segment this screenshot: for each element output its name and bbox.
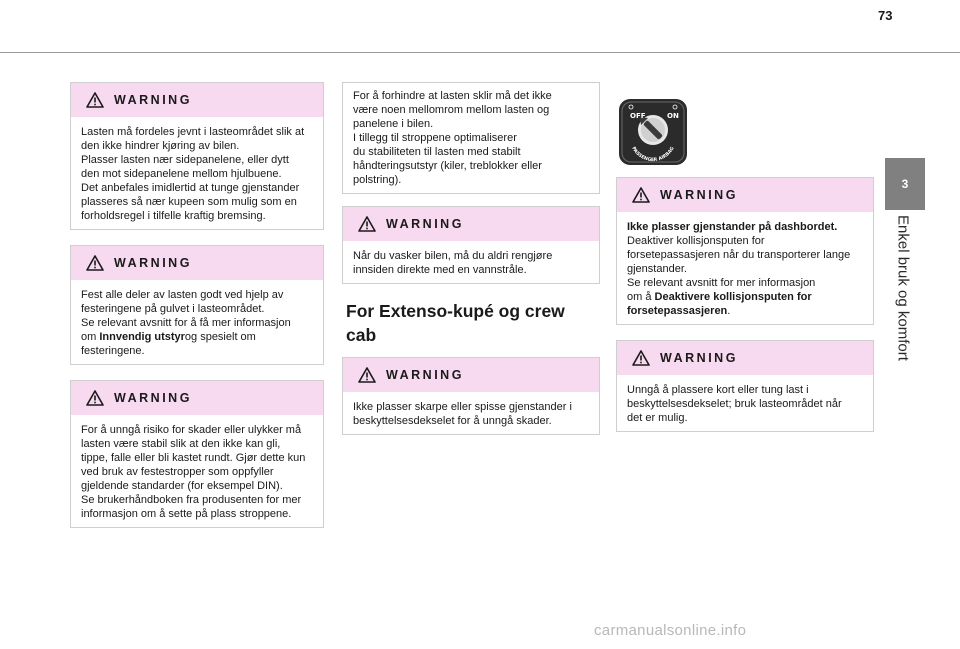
warning-header: WARNING <box>343 358 599 392</box>
text-fragment: om å <box>627 291 655 303</box>
text-line: Unngå å plassere kort eller tung last i <box>627 384 809 396</box>
text-line: gjenstander. <box>627 263 687 275</box>
text-line: Se relevant avsnitt for å få mer informa… <box>81 317 291 329</box>
text-line: om å Deaktivere kollisjonsputen for <box>627 290 867 304</box>
warning-triangle-icon <box>632 350 650 366</box>
text-line-bold: Ikke plasser gjenstander på dashbordet. <box>627 221 838 233</box>
text-line: det er mulig. <box>627 412 688 424</box>
text-line: Deaktiver kollisjonsputen for <box>627 235 765 247</box>
text-line: forholdsregel i tilfelle kraftig bremsin… <box>81 210 266 222</box>
text-line: panelene i bilen. <box>353 118 434 130</box>
text-line: Se brukerhåndboken fra produsenten for m… <box>81 494 302 506</box>
text-line: forsetepassasjeren. <box>627 304 867 318</box>
airbag-on-label: ON <box>667 112 679 120</box>
warning-title: WARNING <box>114 256 192 270</box>
warning-box-protective-cover: WARNING Ikke plasser skarpe eller spisse… <box>342 357 600 435</box>
warning-text: Ikke plasser gjenstander på dashbordet. … <box>617 212 873 324</box>
watermark: carmanualsonline.info <box>594 622 747 639</box>
text-line: Når du vasker bilen, må du aldri rengjør… <box>353 250 553 262</box>
text-line: forsetepassasjeren når du transporterer … <box>627 249 851 261</box>
chapter-title: Enkel bruk og komfort <box>894 215 912 361</box>
warning-header: WARNING <box>71 83 323 117</box>
warning-title: WARNING <box>114 391 192 405</box>
warning-triangle-icon <box>86 92 104 108</box>
warning-triangle-icon <box>632 187 650 203</box>
section-heading: For Extenso-kupé og crew cab <box>346 299 600 347</box>
text-line: om Innvendig utstyrog spesielt om <box>81 330 317 344</box>
warning-triangle-icon <box>86 255 104 271</box>
chapter-number: 3 <box>901 177 909 191</box>
text-line: gjeldende standarder (for eksempel DIN). <box>81 480 283 492</box>
warning-text: Når du vasker bilen, må du aldri rengjør… <box>343 241 599 283</box>
airbag-icon-wrapper: OFF ON PASSENGER AIRBAG <box>616 82 874 177</box>
warning-title: WARNING <box>660 351 738 365</box>
text-line: du stabiliteten til lasten med stabilt <box>353 146 521 158</box>
text-line: den mot sidepanelene mellom hjulbuene. <box>81 168 282 180</box>
warning-box-load-stability: WARNING For å unngå risiko for skader el… <box>70 380 324 528</box>
text-line: plasseres så nær kupeen som mulig som en <box>81 196 297 208</box>
text-line: beskyttelsesdekselet; bruk lasteområdet … <box>627 398 842 410</box>
cross-reference-link[interactable]: Deaktivere kollisjonsputen for <box>654 291 812 303</box>
warning-header: WARNING <box>71 246 323 280</box>
warning-header: WARNING <box>617 178 873 212</box>
text-line: Se relevant avsnitt for mer informasjon <box>627 277 816 289</box>
text-line: den ikke hindrer kjøring av bilen. <box>81 140 240 152</box>
heading-line: For Extenso-kupé og crew <box>346 301 565 321</box>
text-line: Plasser lasten nær sidepanelene, eller d… <box>81 154 289 166</box>
text-fragment: og spesielt om <box>184 331 256 343</box>
text-line: håndteringsutstyr (kiler, treblokker ell… <box>353 160 542 172</box>
warning-text: For å unngå risiko for skader eller ulyk… <box>71 415 323 527</box>
text-line: Det anbefales imidlertid at tunge gjenst… <box>81 182 300 194</box>
text-fragment: om <box>81 331 100 343</box>
warning-title: WARNING <box>660 188 738 202</box>
column-1: WARNING Lasten må fordeles jevnt i laste… <box>70 82 324 543</box>
warning-triangle-icon <box>358 216 376 232</box>
column-3: OFF ON PASSENGER AIRBAG WARNING Ikke pla… <box>616 82 874 447</box>
cross-reference-link[interactable]: Innvendig utstyr <box>99 331 185 343</box>
text-line: innsiden direkte med en vannstråle. <box>353 264 527 276</box>
text-line: informasjon om å sette på plass stroppen… <box>81 508 292 520</box>
text-line: ved bruk av festestropper som oppfyller <box>81 466 274 478</box>
warning-title: WARNING <box>386 217 464 231</box>
text-line: festeringene. <box>81 345 145 357</box>
cross-reference-link[interactable]: forsetepassasjeren <box>627 305 728 317</box>
text-line: For å forhindre at lasten sklir må det i… <box>353 90 552 102</box>
text-line: beskyttelsesdekselet for å unngå skader. <box>353 415 552 427</box>
text-line: I tillegg til stroppene optimaliserer <box>353 132 517 144</box>
warning-box-heavy-load: WARNING Unngå å plassere kort eller tung… <box>616 340 874 432</box>
chapter-tab[interactable]: 3 <box>885 158 925 210</box>
text-line: Lasten må fordeles jevnt i lasteområdet … <box>81 126 305 138</box>
warning-header: WARNING <box>343 207 599 241</box>
warning-box-dashboard: WARNING Ikke plasser gjenstander på dash… <box>616 177 874 325</box>
page-number: 73 <box>878 8 893 23</box>
text-line: For å unngå risiko for skader eller ulyk… <box>81 424 302 436</box>
text-line: Ikke plasser skarpe eller spisse gjensta… <box>353 401 572 413</box>
header-divider <box>0 52 960 53</box>
warning-text: Fest alle deler av lasten godt ved hjelp… <box>71 280 323 364</box>
warning-box-load-distribution: WARNING Lasten må fordeles jevnt i laste… <box>70 82 324 230</box>
text-fragment: . <box>727 305 731 317</box>
text-line: festeringene på gulvet i lasteområdet. <box>81 303 265 315</box>
passenger-airbag-switch-icon: OFF ON PASSENGER AIRBAG <box>619 99 687 165</box>
intro-text-box: For å forhindre at lasten sklir må det i… <box>342 82 600 194</box>
warning-text: Ikke plasser skarpe eller spisse gjensta… <box>343 392 599 434</box>
warning-header: WARNING <box>71 381 323 415</box>
warning-header: WARNING <box>617 341 873 375</box>
text-line: lasten være stabil slik at den ikke kan … <box>81 438 281 450</box>
text-line: polstring). <box>353 174 402 186</box>
warning-box-secure-load: WARNING Fest alle deler av lasten godt v… <box>70 245 324 365</box>
warning-triangle-icon <box>358 367 376 383</box>
warning-text: Unngå å plassere kort eller tung last i … <box>617 375 873 431</box>
text-line: Fest alle deler av lasten godt ved hjelp… <box>81 289 284 301</box>
airbag-off-label: OFF <box>630 112 646 120</box>
text-line: tippe, falle eller bli kastet rundt. Gjø… <box>81 452 306 464</box>
column-2: For å forhindre at lasten sklir må det i… <box>342 82 600 450</box>
text-line: være noen mellomrom mellom lasten og <box>353 104 550 116</box>
warning-triangle-icon <box>86 390 104 406</box>
warning-box-washing: WARNING Når du vasker bilen, må du aldri… <box>342 206 600 284</box>
warning-title: WARNING <box>386 368 464 382</box>
heading-line: cab <box>346 325 377 345</box>
warning-title: WARNING <box>114 93 192 107</box>
warning-text: Lasten må fordeles jevnt i lasteområdet … <box>71 117 323 229</box>
